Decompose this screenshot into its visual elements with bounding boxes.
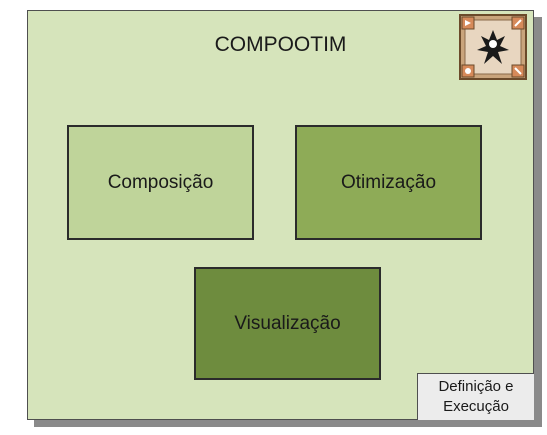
module-composicao-label: Composição [107, 171, 214, 193]
definicao-execucao-box: Definição e Execução [417, 373, 534, 420]
module-otimizacao-label: Otimização [340, 171, 437, 193]
module-composicao: Composição [67, 125, 254, 240]
compootim-logo-icon [459, 14, 527, 80]
module-visualizacao-label: Visualização [234, 312, 341, 334]
diagram-title: COMPOOTIM [214, 33, 347, 56]
module-otimizacao: Otimização [295, 125, 482, 240]
diagram-canvas: COMPOOTIM Composição Otimização Visualiz… [27, 10, 534, 420]
module-visualizacao: Visualização [194, 267, 381, 380]
corner-box-line1: Definição e [438, 378, 514, 395]
corner-box-line2: Execução [443, 398, 509, 415]
